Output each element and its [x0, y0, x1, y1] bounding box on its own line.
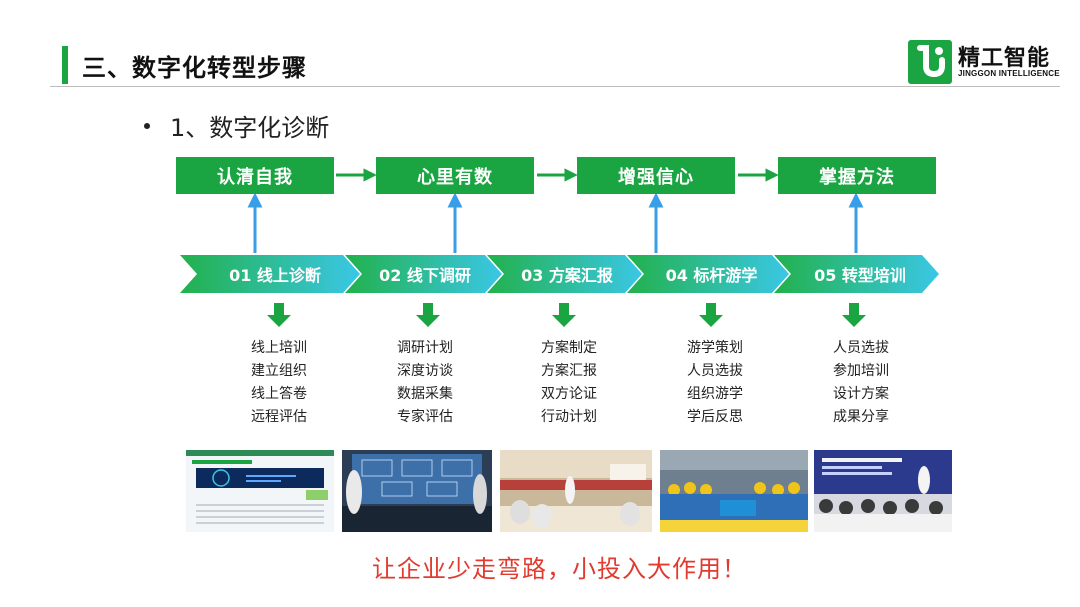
task-item: 调研计划: [397, 340, 453, 356]
task-item: 专家评估: [397, 409, 453, 425]
task-item: 行动计划: [541, 409, 597, 425]
photo-training: [814, 450, 952, 532]
task-item: 设计方案: [833, 386, 889, 402]
task-list-1: 线上培训 建立组织 线上答卷 远程评估: [224, 337, 334, 429]
down-arrow-5: [842, 303, 866, 327]
header-divider: [50, 86, 1060, 87]
task-item: 方案制定: [541, 340, 597, 356]
task-list-5: 人员选拔 参加培训 设计方案 成果分享: [806, 337, 916, 429]
goal-box-2: 心里有数: [376, 157, 534, 194]
step-label-2: 02 线下调研: [379, 266, 471, 285]
slogan: 让企业少走弯路，小投入大作用！: [372, 555, 747, 583]
task-item: 组织游学: [687, 386, 743, 402]
step-chevron-2: [345, 255, 502, 293]
task-item: 远程评估: [251, 409, 307, 425]
task-item: 成果分享: [833, 409, 889, 425]
task-item: 游学策划: [687, 340, 743, 356]
step-label-4: 04 标杆游学: [665, 266, 758, 285]
down-arrow-4: [699, 303, 723, 327]
company-logo: 精工智能 JINGGON INTELLIGENCE: [908, 40, 1068, 86]
page-title: 三、数字化转型步骤: [82, 54, 307, 82]
task-item: 建立组织: [251, 363, 307, 379]
task-list-3: 方案制定 方案汇报 双方论证 行动计划: [514, 337, 624, 429]
down-arrow-1: [267, 303, 291, 327]
task-item: 人员选拔: [833, 340, 889, 356]
step-label-5: 05 转型培训: [814, 266, 906, 285]
photo-offline-research: [342, 450, 492, 532]
step-chevron-5: [774, 255, 939, 293]
photo-plan-report: [500, 450, 652, 532]
step-chevron-1: [180, 255, 360, 293]
step-label-3: 03 方案汇报: [521, 266, 613, 285]
step-label-1: 01 线上诊断: [229, 266, 321, 285]
goal-box-4: 掌握方法: [778, 157, 936, 194]
section-subtitle: 1、数字化诊断: [170, 114, 330, 142]
title-accent-bar: [62, 46, 68, 84]
goal-box-1: 认清自我: [176, 157, 334, 194]
step-chevron-4: [627, 255, 789, 293]
goal-box-3: 增强信心: [577, 157, 735, 194]
task-item: 方案汇报: [541, 363, 597, 379]
task-item: 线上答卷: [251, 386, 307, 402]
logo-name: 精工智能: [958, 46, 1051, 71]
task-item: 双方论证: [541, 386, 597, 402]
photo-benchmark-study: [660, 450, 808, 532]
task-item: 学后反思: [687, 409, 743, 425]
task-item: 深度访谈: [397, 363, 453, 379]
task-list-2: 调研计划 深度访谈 数据采集 专家评估: [370, 337, 480, 429]
down-arrow-3: [552, 303, 576, 327]
logo-mark-icon: [908, 40, 952, 84]
logo-subtitle: JINGGON INTELLIGENCE: [958, 69, 1060, 78]
photo-online-platform: [186, 450, 334, 532]
bullet-dot: [144, 123, 150, 129]
task-list-4: 游学策划 人员选拔 组织游学 学后反思: [660, 337, 770, 429]
task-item: 参加培训: [833, 363, 889, 379]
task-item: 人员选拔: [687, 363, 743, 379]
down-arrow-2: [416, 303, 440, 327]
task-item: 线上培训: [251, 340, 307, 356]
step-chevron-3: [487, 255, 642, 293]
task-item: 数据采集: [397, 386, 453, 402]
